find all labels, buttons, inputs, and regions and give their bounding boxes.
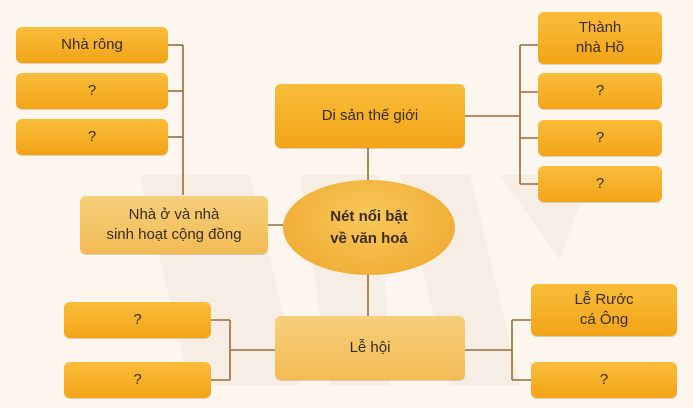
center-topic: Nét nổi bật về văn hoá bbox=[283, 180, 455, 275]
heritage-item-3: ? bbox=[538, 120, 662, 156]
heritage-item-1: Thành nhà Hồ bbox=[538, 12, 662, 64]
branch-community-houses: Nhà ở và nhà sinh hoạt cộng đồng bbox=[80, 196, 268, 254]
festival-right-item-2: ? bbox=[531, 362, 677, 398]
festival-left-item-1: ? bbox=[64, 302, 211, 338]
connectors bbox=[168, 44, 538, 381]
community-item-3: ? bbox=[16, 119, 168, 155]
heritage-item-2: ? bbox=[538, 73, 662, 109]
community-item-1: Nhà rông bbox=[16, 27, 168, 63]
branch-festivals: Lễ hội bbox=[275, 316, 465, 380]
festival-right-item-1: Lễ Rước cá Ông bbox=[531, 284, 677, 336]
heritage-item-4: ? bbox=[538, 166, 662, 202]
festival-left-item-2: ? bbox=[64, 362, 211, 398]
branch-world-heritage: Di sản thế giới bbox=[275, 84, 465, 148]
community-item-2: ? bbox=[16, 73, 168, 109]
